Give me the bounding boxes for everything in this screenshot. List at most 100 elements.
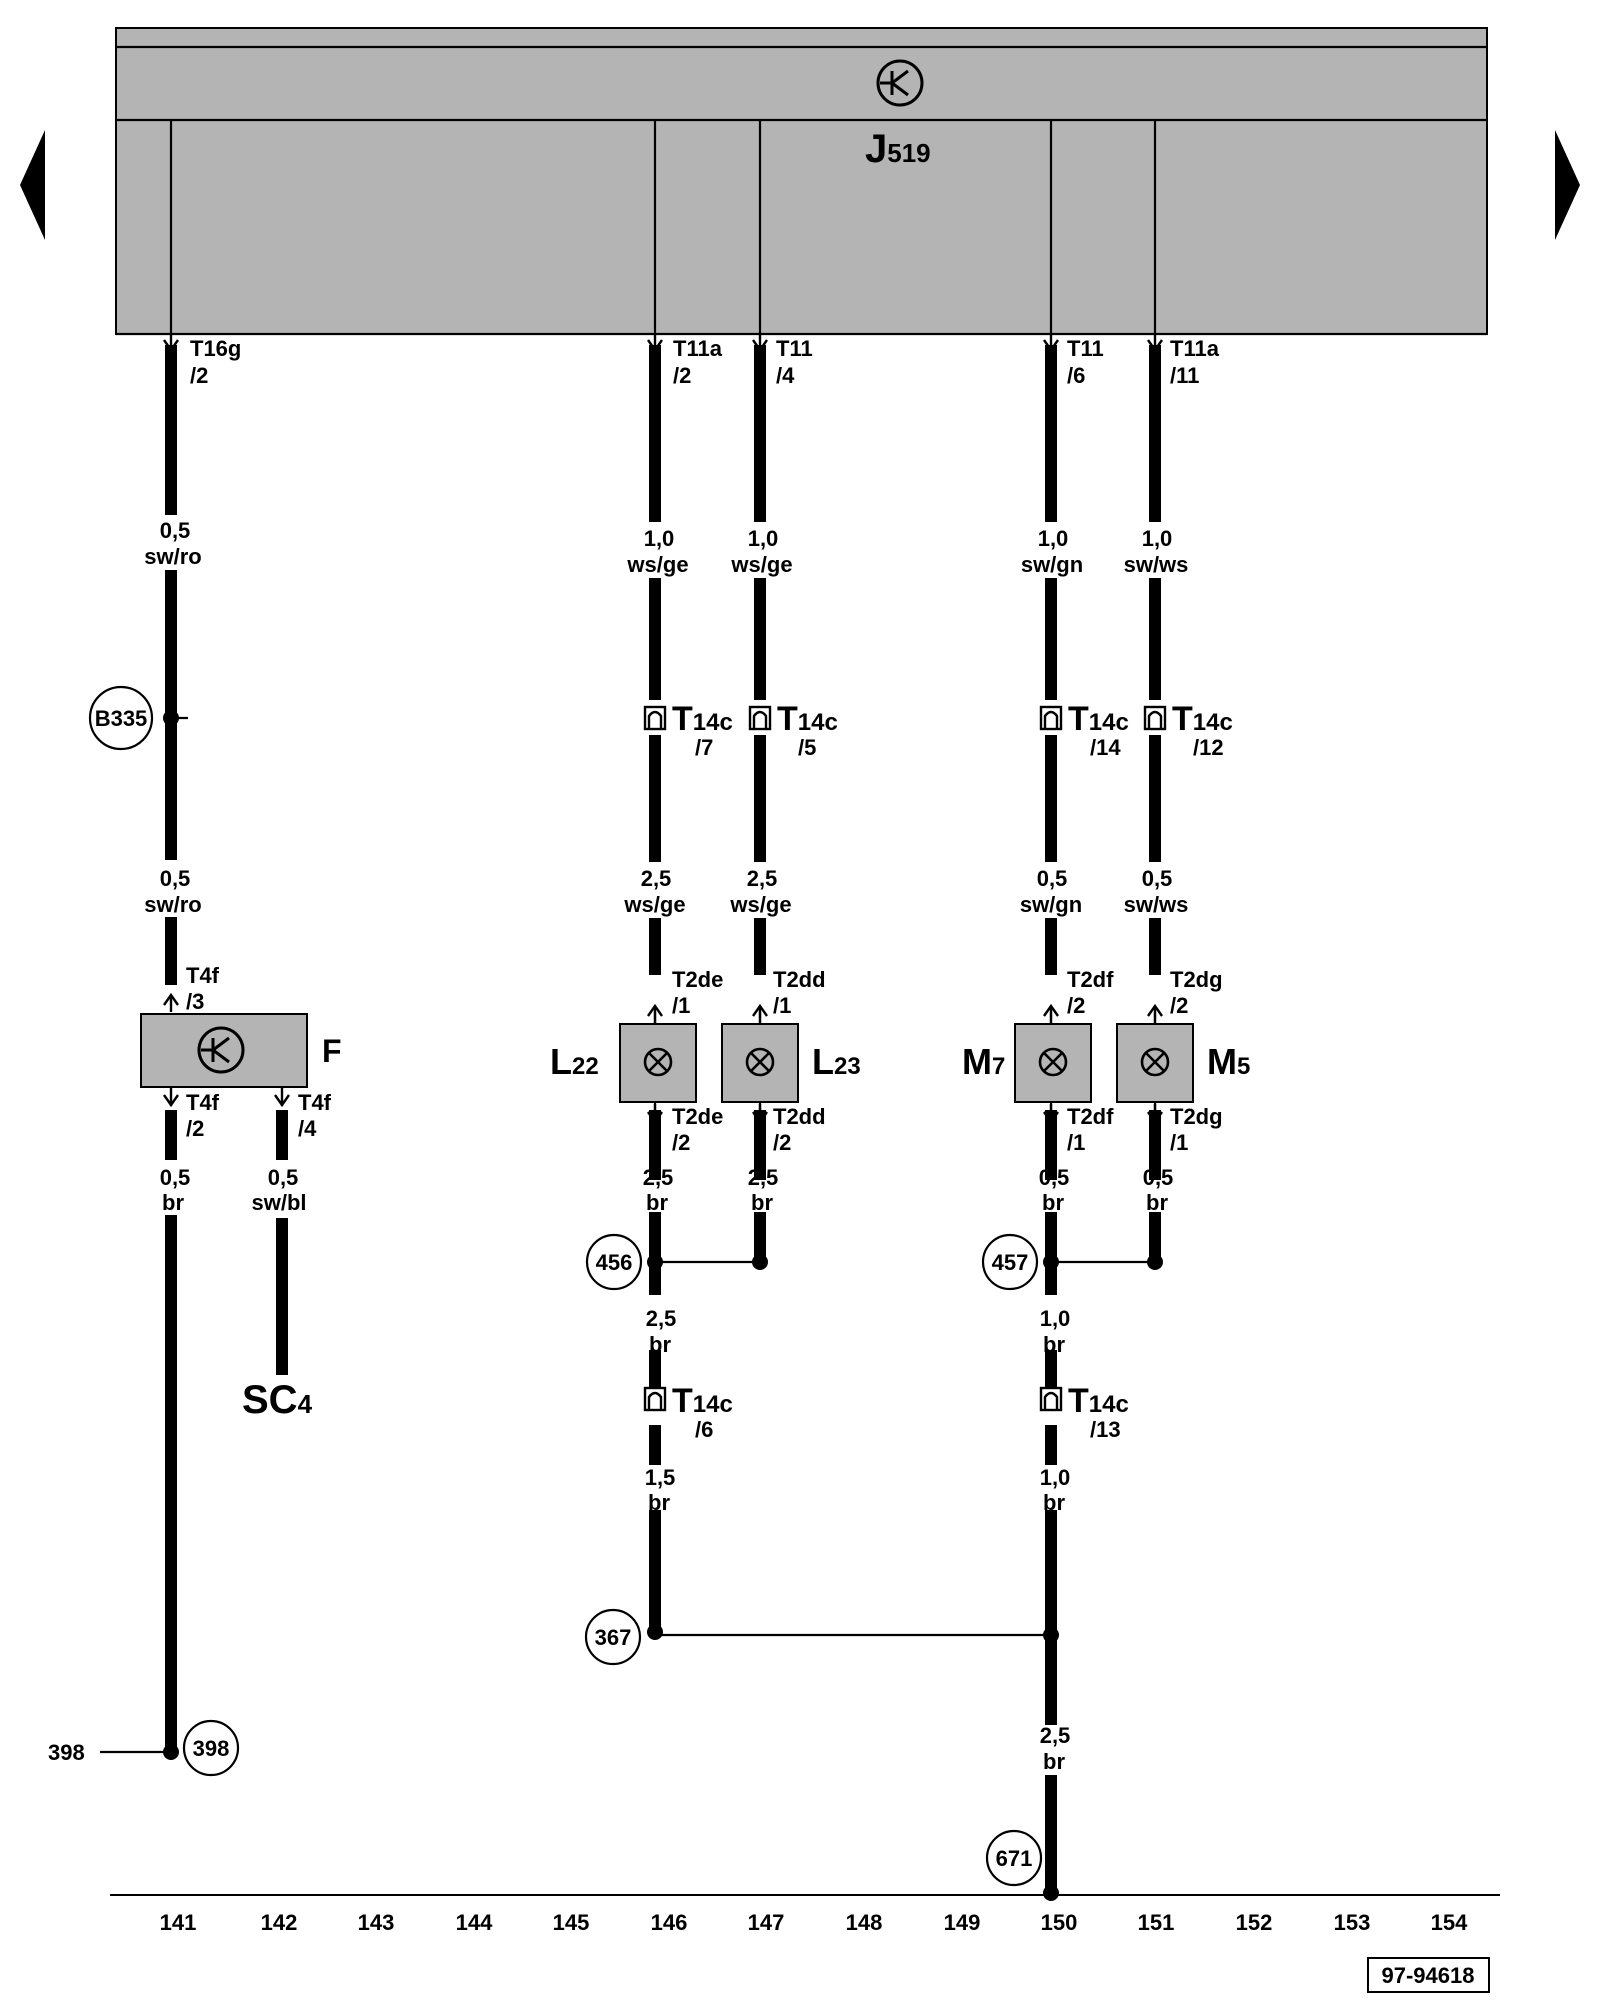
plug-name: T bbox=[1172, 700, 1193, 738]
connector-label: T11a bbox=[1170, 336, 1220, 361]
track-number: 142 bbox=[261, 1910, 298, 1935]
junction-dots bbox=[163, 710, 1163, 1901]
lamp-m7-label: M7 bbox=[962, 1041, 1005, 1082]
svg-text:T14c: T14c bbox=[672, 1382, 733, 1420]
plug-name: T bbox=[777, 700, 798, 738]
svg-text:/2: /2 bbox=[672, 1130, 690, 1155]
lamp-l23: L23 bbox=[721, 1023, 861, 1103]
svg-text:T2dg: T2dg bbox=[1170, 967, 1223, 992]
connector-label: T11a bbox=[673, 336, 723, 361]
track-number: 152 bbox=[1236, 1910, 1273, 1935]
reference-398: 398 bbox=[48, 1740, 85, 1765]
wire-color: ws/ge bbox=[730, 552, 792, 577]
previous-page-arrow[interactable] bbox=[20, 130, 45, 240]
plug-sub: 14c bbox=[1193, 709, 1233, 736]
svg-text:2,5: 2,5 bbox=[646, 1306, 677, 1331]
svg-text:/1: /1 bbox=[773, 993, 791, 1018]
track-number: 148 bbox=[846, 1910, 883, 1935]
svg-text:2,5: 2,5 bbox=[1040, 1723, 1071, 1748]
svg-text:T2dg: T2dg bbox=[1170, 1104, 1223, 1129]
lamp-l22-label: L22 bbox=[550, 1041, 599, 1082]
track-number: 144 bbox=[456, 1910, 493, 1935]
svg-text:T2dd: T2dd bbox=[773, 967, 826, 992]
svg-text:br: br bbox=[649, 1332, 671, 1357]
svg-text:/2: /2 bbox=[1067, 993, 1085, 1018]
svg-text:br: br bbox=[646, 1190, 668, 1215]
fuse-sc4-letters: SC bbox=[242, 1378, 298, 1422]
connector-label: T11 bbox=[776, 336, 813, 361]
svg-text:br: br bbox=[648, 1490, 670, 1515]
svg-text:T14c: T14c bbox=[1068, 700, 1129, 738]
svg-text:2,5: 2,5 bbox=[643, 1165, 674, 1190]
plug-pin: /12 bbox=[1193, 735, 1224, 760]
lamp-icon bbox=[1140, 1047, 1170, 1077]
wire-size: 0,5 bbox=[160, 518, 191, 543]
wire-color: sw/ws bbox=[1124, 552, 1189, 577]
track-number: 147 bbox=[748, 1910, 785, 1935]
plug-sub: 14c bbox=[798, 709, 838, 736]
switch-icon bbox=[197, 1026, 245, 1074]
track-number: 149 bbox=[944, 1910, 981, 1935]
wire-color: sw/ro bbox=[144, 892, 201, 917]
svg-text:2,5: 2,5 bbox=[748, 1165, 779, 1190]
svg-text:T14c: T14c bbox=[1068, 1382, 1129, 1420]
plug-name: T bbox=[672, 700, 693, 738]
lamp-m7-number: 7 bbox=[992, 1053, 1005, 1080]
lamp-m7-letter: M bbox=[962, 1041, 992, 1082]
svg-text:T2de: T2de bbox=[672, 1104, 723, 1129]
svg-text:/2: /2 bbox=[773, 1130, 791, 1155]
svg-text:br: br bbox=[1043, 1749, 1065, 1774]
point-457: 457 bbox=[981, 1233, 1039, 1291]
svg-text:br: br bbox=[1043, 1332, 1065, 1357]
svg-text:0,5: 0,5 bbox=[268, 1165, 299, 1190]
lamp-icon bbox=[1038, 1047, 1068, 1077]
track-number: 153 bbox=[1334, 1910, 1371, 1935]
wire-size: 1,0 bbox=[748, 526, 779, 551]
svg-text:T2de: T2de bbox=[672, 967, 723, 992]
svg-text:T4f: T4f bbox=[186, 963, 220, 988]
wire-size: 0,5 bbox=[160, 866, 191, 891]
svg-text:671: 671 bbox=[996, 1846, 1033, 1871]
plug-sub: 14c bbox=[1089, 709, 1129, 736]
wire-size: 0,5 bbox=[1142, 866, 1173, 891]
wire-color: ws/ge bbox=[623, 892, 685, 917]
wire-size: 2,5 bbox=[641, 866, 672, 891]
track-number: 143 bbox=[358, 1910, 395, 1935]
plug-pin: /5 bbox=[798, 735, 816, 760]
svg-text:T2df: T2df bbox=[1067, 1104, 1114, 1129]
electronic-control-unit-icon bbox=[876, 59, 924, 107]
svg-text:457: 457 bbox=[992, 1250, 1029, 1275]
middle-wire-specs: 0,5 sw/ro 2,5 ws/ge 2,5 ws/ge 0,5 sw/gn … bbox=[140, 862, 1188, 917]
svg-text:br: br bbox=[162, 1190, 184, 1215]
svg-text:T4f: T4f bbox=[298, 1090, 332, 1115]
lamp-l23-number: 23 bbox=[834, 1053, 861, 1080]
track-number: 146 bbox=[651, 1910, 688, 1935]
svg-text:T2df: T2df bbox=[1067, 967, 1114, 992]
svg-text:/4: /4 bbox=[298, 1116, 317, 1141]
wire-size: 1,0 bbox=[1142, 526, 1173, 551]
control-unit-letter: J bbox=[865, 127, 887, 171]
after-junction-wire-specs: 2,5 br 1,0 br bbox=[646, 1306, 1071, 1357]
connector-pin: /2 bbox=[190, 363, 208, 388]
next-page-arrow[interactable] bbox=[1555, 130, 1580, 240]
svg-text:T14c: T14c bbox=[672, 700, 733, 738]
track-number: 150 bbox=[1041, 1910, 1078, 1935]
lamp-m7: M7 bbox=[962, 1023, 1092, 1103]
svg-text:/6: /6 bbox=[695, 1417, 713, 1442]
plug-t14c-markers bbox=[643, 705, 1167, 1412]
document-number: 97-94618 bbox=[1382, 1963, 1475, 1988]
point-398: 398 398 bbox=[48, 1719, 240, 1777]
lamp-l22: L22 bbox=[550, 1023, 697, 1103]
lamp-l23-label: L23 bbox=[812, 1041, 861, 1082]
lamp-m5-label: M5 bbox=[1207, 1041, 1250, 1082]
wire-size: 2,5 bbox=[747, 866, 778, 891]
connector-pin: /6 bbox=[1067, 363, 1085, 388]
component-f: F bbox=[140, 1013, 342, 1088]
plug-t14c-labels-lower: T14c /6 T14c /13 bbox=[672, 1382, 1129, 1442]
point-b335-label: B335 bbox=[95, 706, 148, 731]
track-number: 145 bbox=[553, 1910, 590, 1935]
control-unit-label: J519 bbox=[865, 127, 931, 171]
component-top-connector-labels: T4f /3 T2de /1 T2dd /1 T2df /2 T2dg /2 bbox=[186, 963, 1223, 1018]
lower-wire-specs: 0,5 br 0,5 sw/bl 2,5 br 2,5 br 0,5 br 0,… bbox=[140, 1160, 1173, 1215]
svg-text:/1: /1 bbox=[672, 993, 690, 1018]
